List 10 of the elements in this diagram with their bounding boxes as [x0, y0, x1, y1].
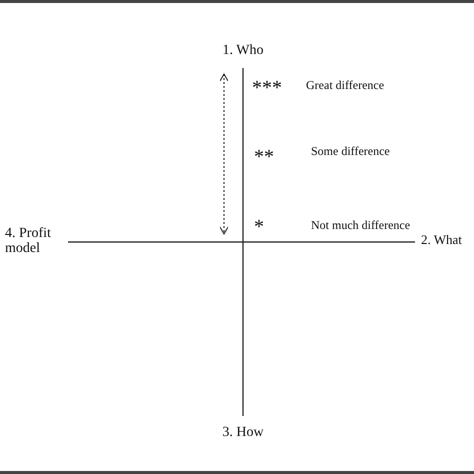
axis-label: 3. How [222, 425, 264, 440]
axis-label: 4. Profit model [5, 226, 52, 257]
rating-label: Not much difference [311, 219, 410, 232]
rating-label: Some difference [311, 145, 390, 158]
rating-stars: * [254, 216, 264, 238]
rating-stars: *** [252, 77, 282, 99]
rating-label: Great difference [306, 79, 384, 92]
axis-label: 2. What [421, 233, 462, 248]
axis-label: 1. Who [222, 43, 264, 58]
rating-stars: ** [254, 146, 274, 168]
